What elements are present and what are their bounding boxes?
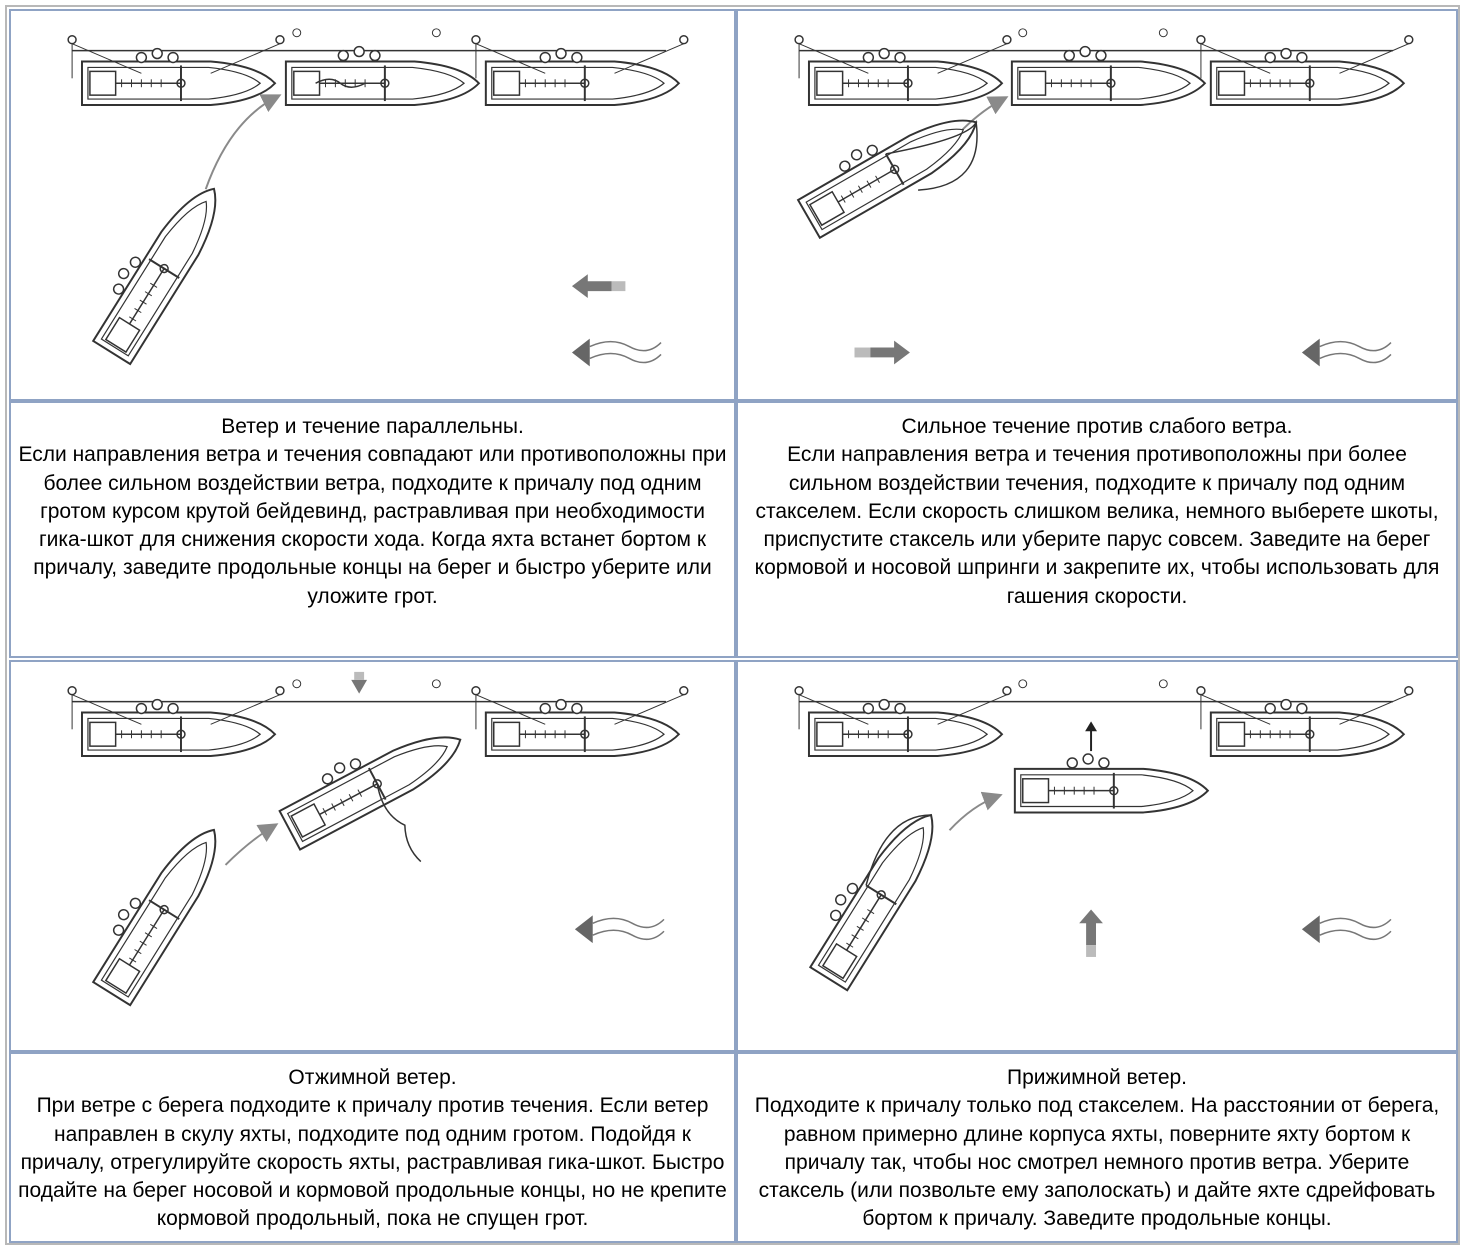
wind-arrow-icon	[571, 274, 626, 299]
panel-1-illustration	[9, 9, 736, 401]
panel-2-illustration	[736, 9, 1458, 401]
panel-4-caption: Прижимной ветер.	[1006, 1066, 1188, 1089]
diagram-grid: Ветер и течение параллельны. Если направ…	[5, 5, 1460, 1245]
panel-2-body: Если направления ветра и течения противо…	[754, 443, 1440, 608]
wind-arrow-icon	[854, 340, 910, 365]
moored-boat	[68, 36, 284, 105]
drift-arrow-icon	[1085, 721, 1097, 752]
panel-1-body: Если направления ветра и течения совпада…	[18, 443, 727, 608]
current-arrow-icon	[571, 337, 662, 368]
wind-arrow-icon	[351, 671, 368, 694]
panel-4-body: Подходите к причалу только под стакселем…	[754, 1094, 1440, 1231]
panel-1-caption: Ветер и течение параллельны.	[221, 415, 524, 438]
current-arrow-icon	[574, 914, 665, 944]
panel-1-text-cell: Ветер и течение параллельны. Если направ…	[9, 401, 736, 658]
panel-4-drawing	[738, 679, 1456, 992]
panel-1-drawing	[11, 28, 734, 368]
current-arrow-icon	[1301, 914, 1392, 944]
panel-4-text-cell: Прижимной ветер. Подходите к причалу тол…	[736, 1052, 1458, 1243]
current-arrow-icon	[1301, 337, 1392, 368]
panel-4-illustration	[736, 660, 1458, 1052]
panel-2-drawing	[738, 28, 1456, 368]
panel-3-body: При ветре с берега подходите к причалу п…	[18, 1094, 727, 1231]
panel-3-text-cell: Отжимной ветер. При ветре с берега подхо…	[9, 1052, 736, 1243]
panel-3-caption: Отжимной ветер.	[288, 1066, 457, 1089]
panel-2-text-cell: Сильное течение против слабого ветра. Ес…	[736, 401, 1458, 658]
panel-3-drawing	[11, 671, 734, 1007]
panel-3-illustration	[9, 660, 736, 1052]
wind-arrow-icon	[1079, 909, 1103, 957]
panel-2-caption: Сильное течение против слабого ветра.	[901, 415, 1293, 438]
